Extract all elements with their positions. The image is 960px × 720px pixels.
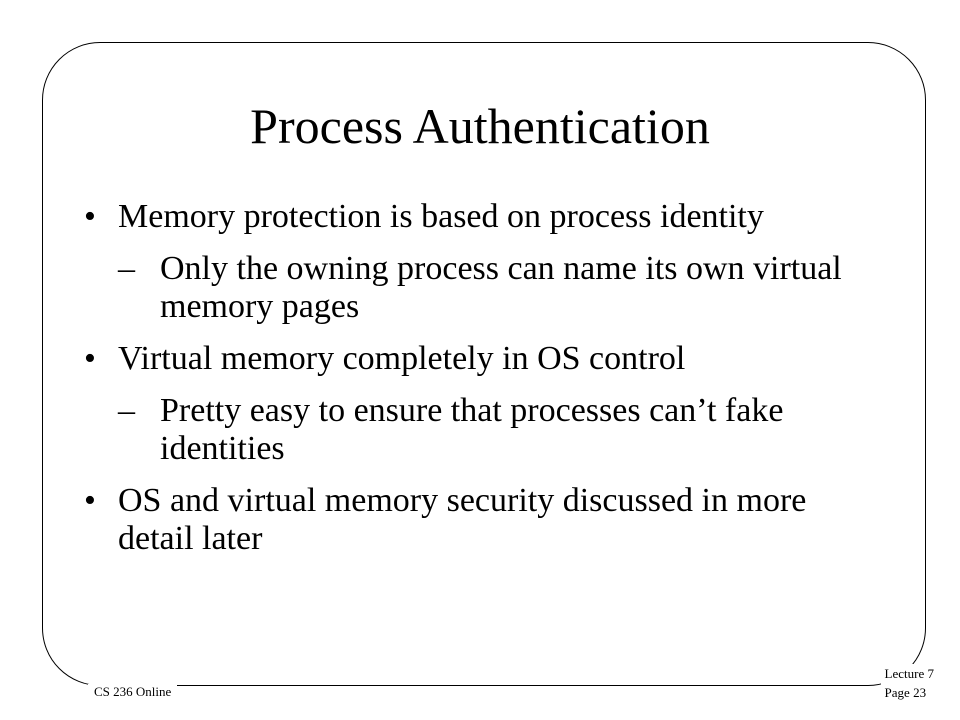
bullet-marker: • (84, 482, 96, 519)
sub-bullet-list: – Pretty easy to ensure that processes c… (118, 392, 880, 468)
course-label: CS 236 Online (88, 684, 178, 700)
bullet-marker: • (84, 198, 96, 235)
sub-bullet-text: Pretty easy to ensure that processes can… (160, 392, 784, 467)
bullet-item: • OS and virtual memory security discuss… (80, 482, 880, 558)
lecture-label: Lecture 7 (884, 666, 934, 681)
sub-bullet-marker: – (118, 250, 135, 287)
bullet-item: • Virtual memory completely in OS contro… (80, 340, 880, 468)
bullet-item: • Memory protection is based on process … (80, 198, 880, 326)
bullet-list: • Memory protection is based on process … (80, 198, 880, 572)
page-number: Page 23 (884, 685, 927, 700)
sub-bullet-item: – Only the owning process can name its o… (118, 250, 880, 326)
bullet-text: Memory protection is based on process id… (118, 198, 764, 235)
sub-bullet-text: Only the owning process can name its own… (160, 250, 842, 325)
bullet-marker: • (84, 340, 96, 377)
sub-bullet-list: – Only the owning process can name its o… (118, 250, 880, 326)
page-info: Lecture 7 Page 23 (880, 664, 938, 702)
slide-title: Process Authentication (250, 98, 710, 154)
bullet-text: OS and virtual memory security discussed… (118, 482, 807, 557)
bullet-text: Virtual memory completely in OS control (118, 340, 686, 377)
sub-bullet-item: – Pretty easy to ensure that processes c… (118, 392, 880, 468)
slide-frame (42, 42, 926, 686)
sub-bullet-marker: – (118, 392, 135, 429)
